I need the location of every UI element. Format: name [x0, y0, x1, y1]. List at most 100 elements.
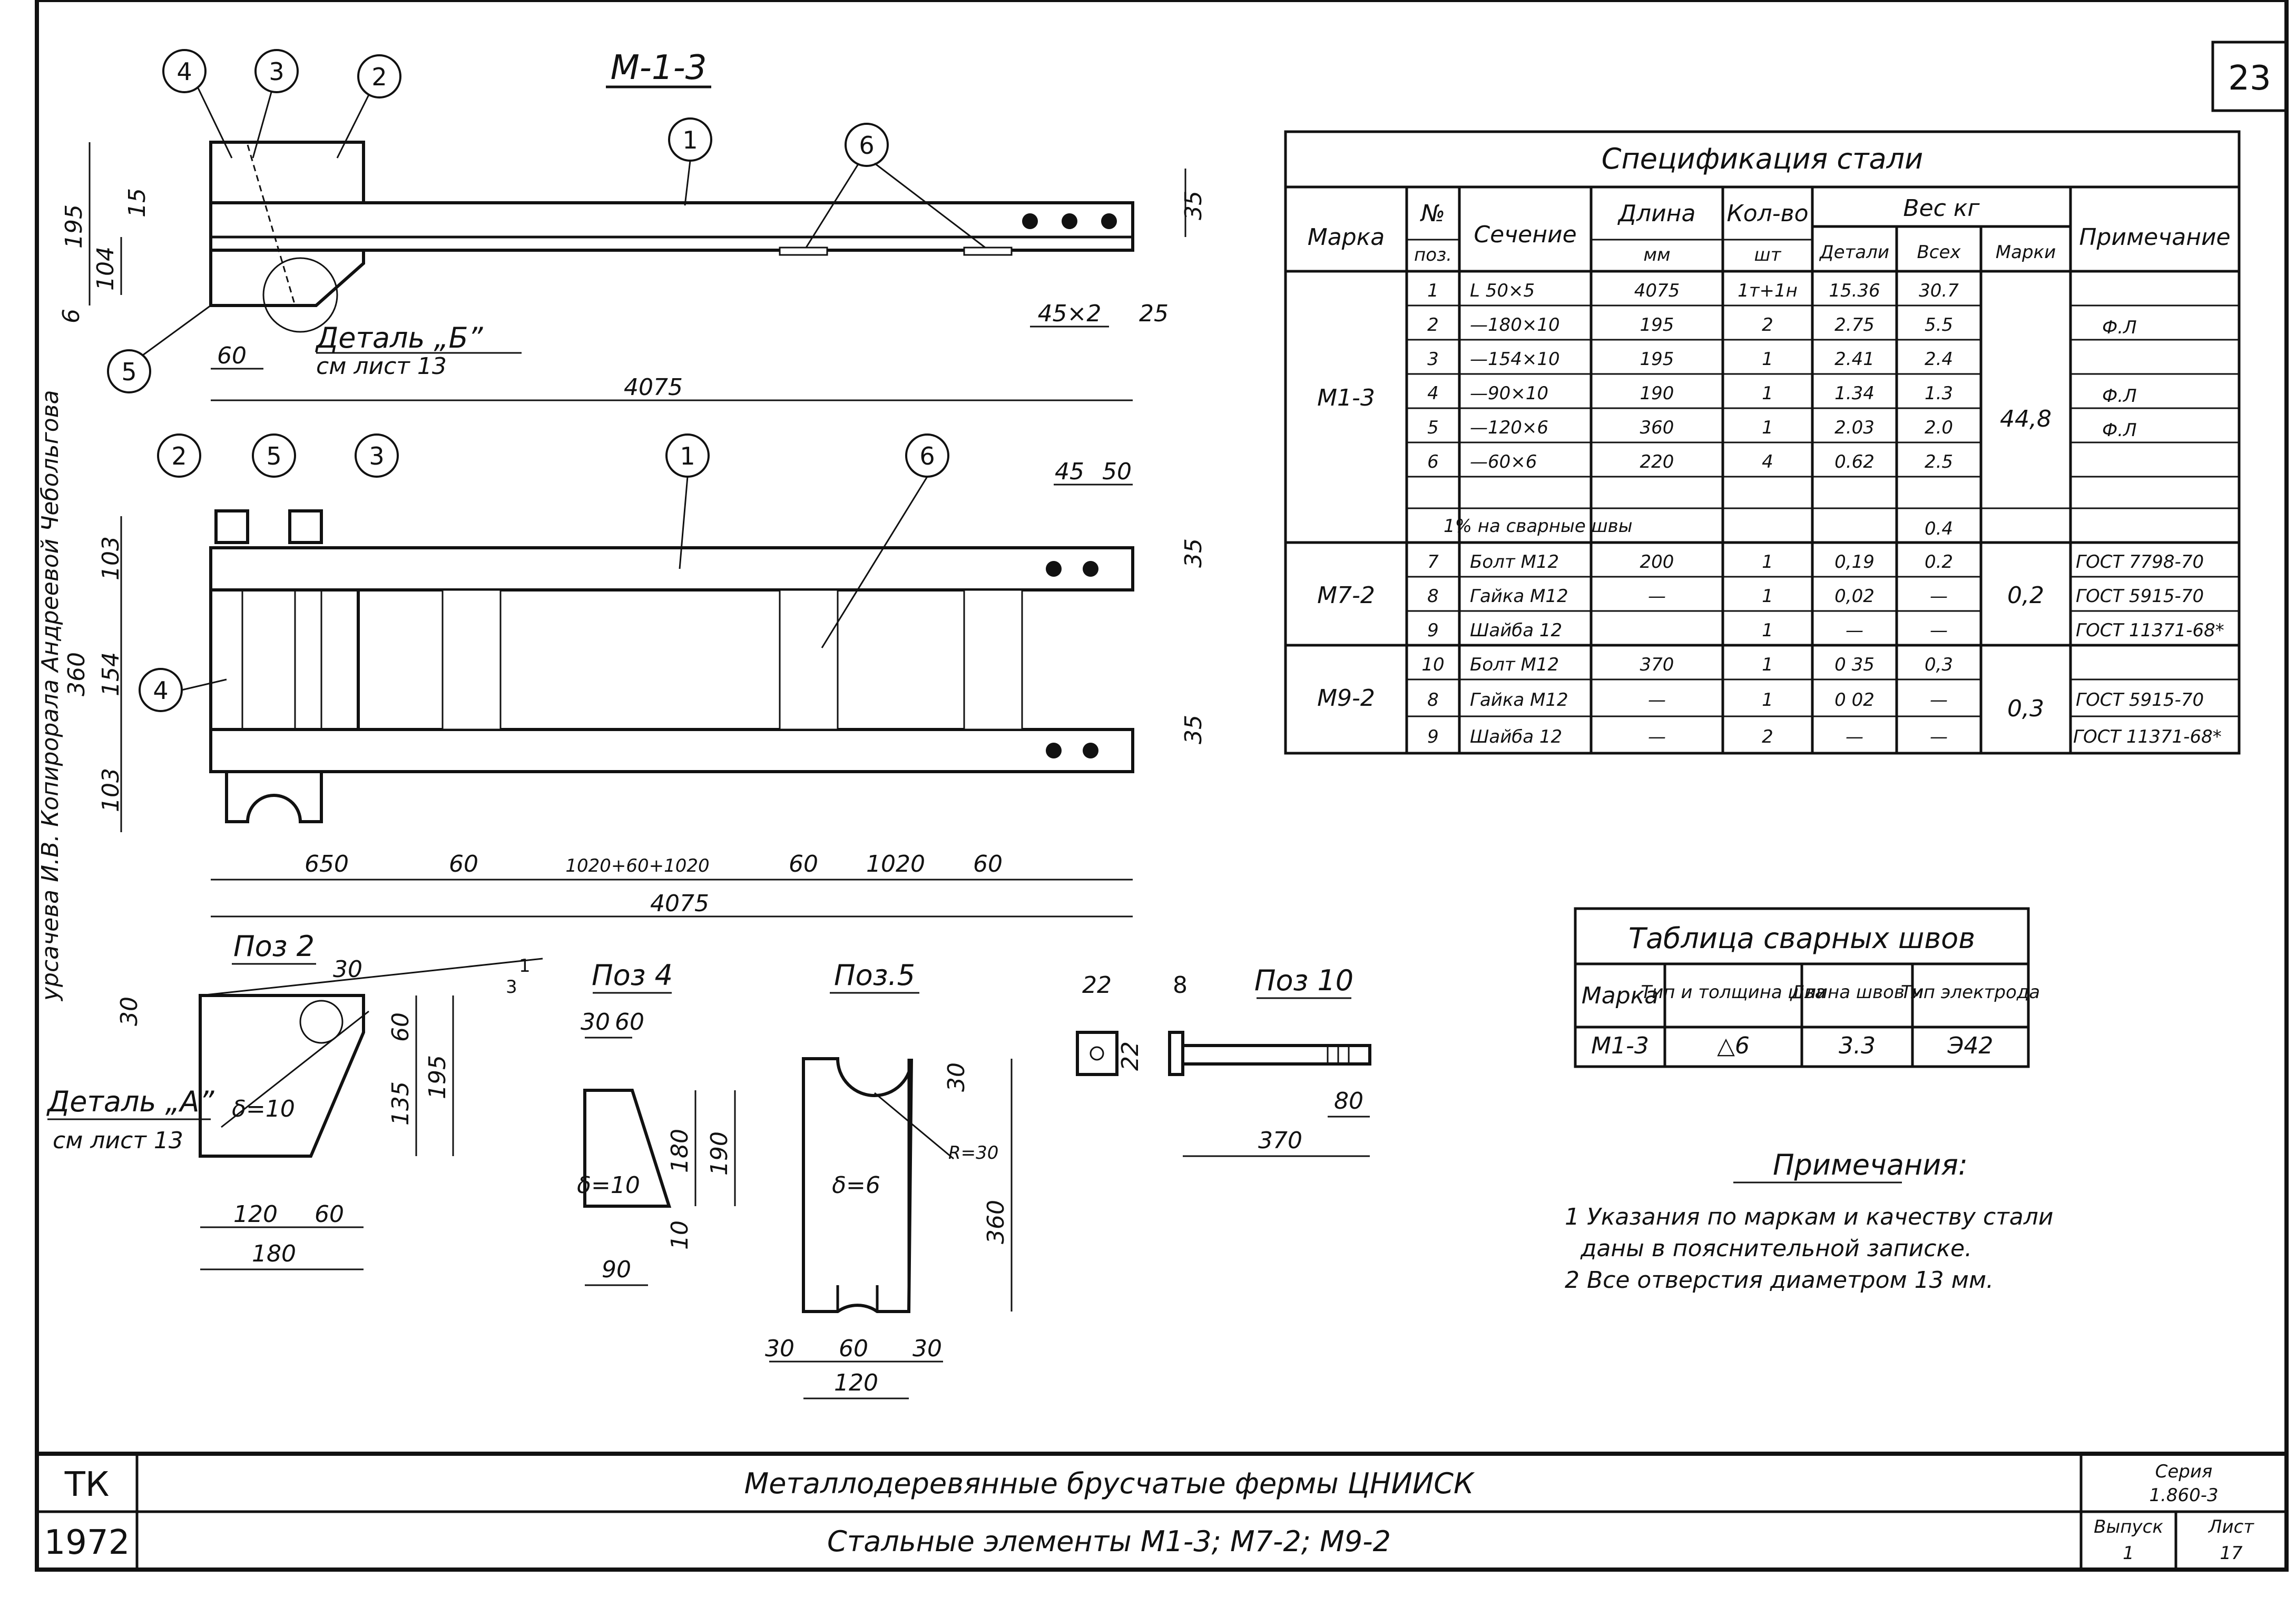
spec-welds-weight: 0.4 [1925, 518, 1953, 539]
svg-text:60: 60 [315, 1201, 344, 1228]
svg-text:360: 360 [1640, 417, 1674, 438]
svg-text:2: 2 [1762, 314, 1773, 336]
elevation-hole-1 [1022, 213, 1038, 229]
poz10-view: 22 22 8 Поз 10 80 370 [1076, 964, 1371, 1157]
title-block-title: Металлодеревянные брусчатые фермы ЦНИИСК [744, 1467, 1475, 1500]
svg-text:30: 30 [912, 1335, 942, 1362]
svg-text:1: 1 [680, 442, 695, 470]
spec-header-qty-unit: шт [1754, 244, 1782, 265]
svg-text:1: 1 [1762, 349, 1773, 370]
svg-text:2.0: 2.0 [1925, 417, 1953, 438]
svg-text:60: 60 [839, 1335, 868, 1362]
svg-text:—: — [1930, 689, 1948, 711]
svg-text:5: 5 [266, 442, 281, 470]
title-block-series-value: 1.860-3 [2149, 1485, 2218, 1506]
svg-text:2.4: 2.4 [1925, 349, 1953, 370]
svg-text:0.2: 0.2 [1925, 551, 1953, 573]
svg-text:—: — [1930, 726, 1948, 747]
callout-plan-1: 1 [665, 433, 710, 478]
spec-table-title: Спецификация стали [1602, 142, 1923, 175]
title-block-issue-value: 1 [2123, 1543, 2134, 1564]
title-block-sheet-label: Лист [2207, 1516, 2254, 1537]
plan-angle-bottom [209, 728, 1134, 773]
callout-top-1: 1 [668, 117, 712, 162]
svg-text:Болт М12: Болт М12 [1470, 551, 1559, 573]
weld-row-length: 3.3 [1839, 1032, 1876, 1059]
leader-plan-6 [821, 476, 928, 648]
leader-3 [252, 92, 272, 159]
svg-text:9: 9 [1427, 620, 1439, 641]
title-block-year: 1972 [44, 1523, 130, 1562]
svg-text:1.3: 1.3 [1925, 383, 1953, 404]
dim-35-top: 35 [1180, 191, 1207, 220]
svg-text:120: 120 [233, 1201, 278, 1228]
svg-text:190: 190 [706, 1131, 733, 1176]
svg-text:—: — [1930, 586, 1948, 607]
weld-table-title: Таблица сварных швов [1628, 922, 1975, 955]
poz10-nut [1076, 1031, 1118, 1076]
svg-text:2.41: 2.41 [1834, 349, 1875, 370]
plan-spacer-3 [963, 589, 1023, 731]
poz5-plate [802, 1057, 913, 1313]
frame-border [35, 0, 2289, 1572]
plan-bottom-plate [225, 770, 323, 823]
spec-mark-weight-m9-2: 0,3 [2007, 695, 2044, 722]
svg-text:3: 3 [506, 977, 517, 998]
svg-text:2: 2 [1427, 314, 1439, 336]
spec-rows-m7-2: 7 Болт М12 200 1 0,19 0.2 ГОСТ 7798-70 8… [1427, 551, 2224, 641]
svg-text:Шайба 12: Шайба 12 [1470, 620, 1562, 641]
poz2-title: Поз 2 [233, 930, 315, 963]
svg-text:0,02: 0,02 [1834, 586, 1875, 607]
title-block-sheet-value: 17 [2220, 1543, 2243, 1564]
detail-a-label: Деталь „А” [46, 1085, 214, 1118]
dim-195: 195 [61, 204, 87, 249]
svg-text:R=30: R=30 [948, 1142, 998, 1164]
poz4-view: Поз 4 30 60 180 190 10 δ=10 90 [577, 959, 736, 1286]
dim-plan-60b: 60 [789, 851, 818, 878]
callout-top-5: 5 [107, 349, 151, 393]
title-block-issue-label: Выпуск [2094, 1516, 2163, 1537]
svg-text:1т+1н: 1т+1н [1738, 280, 1798, 301]
detail-b-circle [262, 257, 338, 333]
plan-hole-3 [1046, 743, 1062, 758]
svg-text:10: 10 [666, 1220, 693, 1250]
dim-plan-103b: 103 [97, 768, 124, 812]
svg-text:30: 30 [943, 1062, 970, 1092]
svg-text:195: 195 [1640, 314, 1674, 336]
svg-text:195: 195 [1640, 349, 1674, 370]
svg-text:2: 2 [171, 442, 187, 470]
detail-b-label: Деталь „Б” [315, 321, 483, 354]
svg-text:370: 370 [1258, 1127, 1302, 1154]
svg-text:1: 1 [519, 955, 531, 977]
weld-header-type: Тип и толщина шва [1641, 982, 1826, 1003]
spec-header-w-detail: Детали [1819, 242, 1889, 263]
spec-mark-weight-m7-2: 0,2 [2007, 582, 2044, 609]
spec-header-pos: № [1419, 200, 1445, 227]
svg-text:220: 220 [1640, 451, 1674, 472]
plan-hole-4 [1083, 743, 1098, 758]
svg-text:0.62: 0.62 [1834, 451, 1875, 472]
plan-view [209, 509, 1134, 823]
svg-text:ГОСТ 11371-68*: ГОСТ 11371-68* [2073, 726, 2222, 747]
dim-45x2: 45×2 [1038, 300, 1102, 327]
title-block-subtitle: Стальные элементы М1-3; М7-2; М9-2 [827, 1525, 1391, 1558]
poz5-view: Поз.5 30 R=30 δ=6 360 30 60 30 120 [765, 959, 1013, 1399]
poz10-shank [1181, 1044, 1371, 1066]
leader-plan-4 [181, 678, 227, 691]
dim-15: 15 [124, 188, 151, 218]
svg-text:—90×10: —90×10 [1470, 383, 1548, 404]
dim-plan-35b: 35 [1180, 715, 1207, 744]
note-1b: даны в пояснительной записке. [1580, 1235, 1972, 1262]
sheet-number-box [2211, 41, 2288, 112]
plan-hole-1 [1046, 561, 1062, 577]
leader-4 [197, 86, 233, 159]
detail-b-ref: см лист 13 [316, 353, 447, 380]
svg-text:δ=10: δ=10 [577, 1172, 640, 1199]
svg-text:0 02: 0 02 [1834, 689, 1875, 711]
elevation-bolt-line [247, 144, 296, 306]
svg-text:—: — [1648, 586, 1666, 607]
svg-text:60: 60 [615, 1009, 644, 1036]
sheet-number: 23 [2228, 59, 2271, 98]
leader-6a [805, 163, 860, 248]
